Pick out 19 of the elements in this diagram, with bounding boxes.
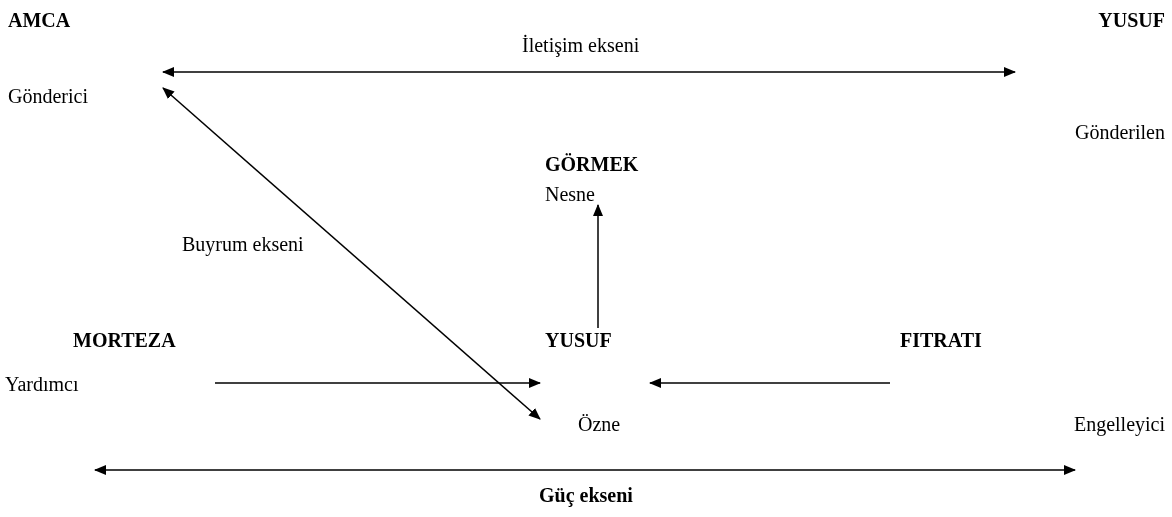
- actant-role: Yardımcı: [5, 372, 79, 396]
- arrow: [214, 378, 541, 388]
- edge-label: İletişim ekseni: [520, 34, 642, 56]
- actant-role: Nesne: [545, 182, 595, 206]
- arrow: [593, 204, 603, 329]
- actant-role: Engelleyici: [1073, 412, 1165, 436]
- arrow: [162, 87, 541, 420]
- actant-role: Gönderilen: [1075, 120, 1165, 144]
- arrow: [162, 67, 1016, 77]
- actant-name: MORTEZA: [73, 328, 176, 352]
- arrow: [649, 378, 891, 388]
- actant-role: Gönderici: [8, 84, 88, 108]
- actant-name: YUSUF: [545, 328, 612, 352]
- actant-name: FITRATI: [900, 328, 982, 352]
- actant-name: YUSUF: [1098, 8, 1165, 32]
- actant-name: AMCA: [8, 8, 71, 32]
- actant-role: Özne: [578, 412, 621, 436]
- actant-name: GÖRMEK: [545, 152, 639, 176]
- axis-label: Güç ekseni: [537, 484, 635, 506]
